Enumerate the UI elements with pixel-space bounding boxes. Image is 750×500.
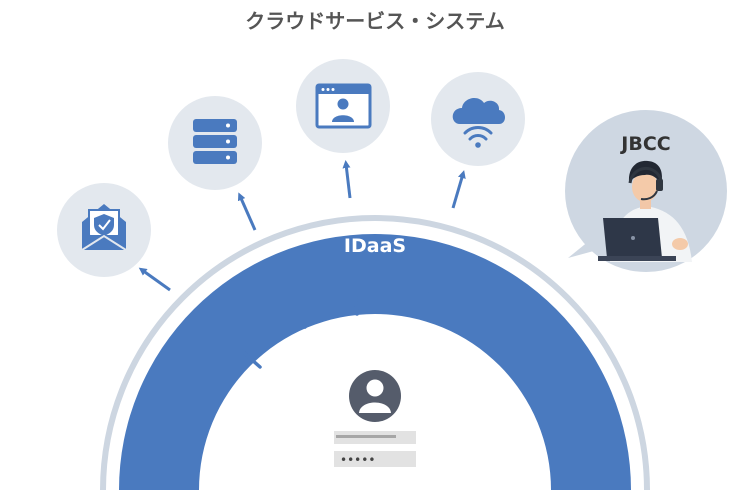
support-agent-illustration <box>598 160 692 262</box>
web-user-icon <box>315 83 372 129</box>
idaas-label: IDaaS <box>344 235 406 257</box>
service-web-user <box>296 59 390 153</box>
database-icon <box>193 119 237 164</box>
user-avatar-icon <box>359 379 391 413</box>
login-widget: ••••• <box>334 370 416 467</box>
secure-mail-icon <box>81 204 127 251</box>
outer-ring <box>100 215 650 491</box>
outward-arrows <box>138 160 466 292</box>
page-title: クラウドサービス・システム <box>245 9 504 33</box>
support-bubble: JBCC <box>565 110 727 272</box>
inner-dashes <box>240 291 430 369</box>
service-database <box>168 96 262 190</box>
password-field[interactable] <box>334 451 416 467</box>
service-cloud <box>431 72 525 166</box>
password-mask: ••••• <box>340 453 375 467</box>
idaas-arch <box>119 234 631 490</box>
support-label: JBCC <box>619 133 670 155</box>
service-mail <box>57 183 151 277</box>
cloud-wifi-icon <box>452 97 505 148</box>
